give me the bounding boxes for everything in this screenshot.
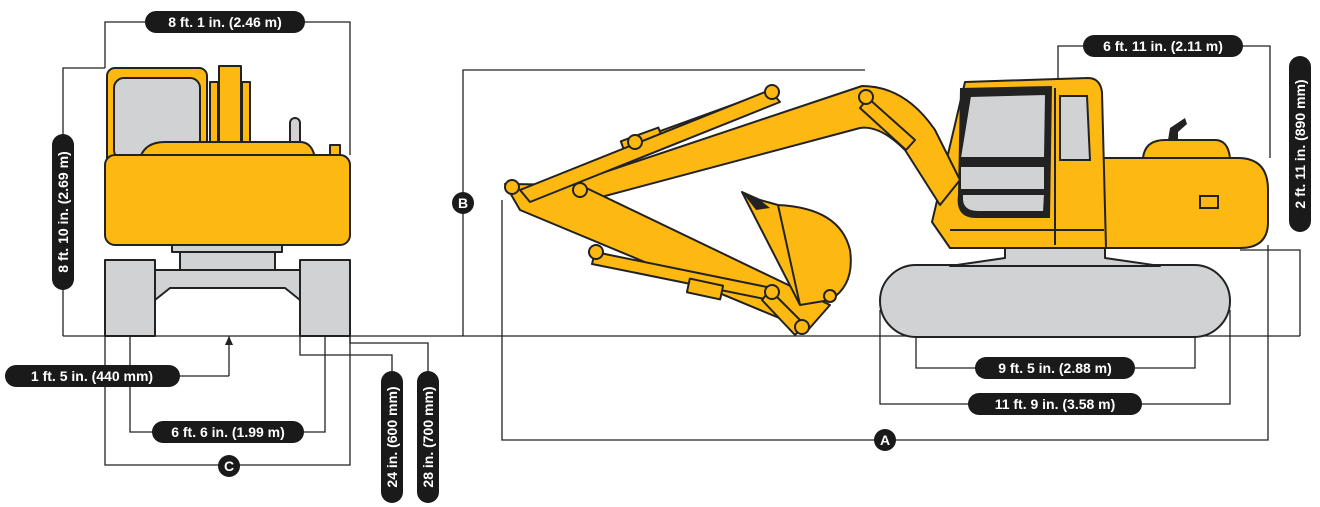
counterweight-line xyxy=(1240,249,1301,336)
marker-c-text: C xyxy=(224,458,234,474)
side-boom-cylinder xyxy=(859,97,916,151)
label-counterweight: 2 ft. 11 in. (890 mm) xyxy=(1289,56,1311,232)
label-shoe-600: 24 in. (600 mm) xyxy=(381,371,403,503)
pin-boom-top xyxy=(858,89,874,105)
side-boom xyxy=(574,85,961,206)
pin-boom-arm xyxy=(764,84,780,100)
pin-bucket-link xyxy=(823,289,837,303)
label-track-length: 11 ft. 9 in. (3.58 m) xyxy=(968,393,1142,415)
label-ground-clearance-text: 1 ft. 5 in. (440 mm) xyxy=(31,368,153,384)
label-ground-clearance: 1 ft. 5 in. (440 mm) xyxy=(5,365,180,387)
front-track-right xyxy=(299,259,351,337)
pin-arm-tip xyxy=(504,179,520,195)
side-bucket-teeth xyxy=(742,192,770,210)
front-view-excavator xyxy=(104,65,351,337)
label-shoe-600-text: 24 in. (600 mm) xyxy=(384,386,400,487)
side-exhaust xyxy=(1168,118,1187,140)
dimension-labels: 8 ft. 1 in. (2.46 m) 8 ft. 10 in. (2.69 … xyxy=(5,11,1311,503)
label-track-gauge-text: 6 ft. 6 in. (1.99 m) xyxy=(171,424,285,440)
side-cab-window-mid xyxy=(959,165,1046,191)
label-front-height-text: 8 ft. 10 in. (2.69 m) xyxy=(55,151,71,272)
shoe-600-line xyxy=(299,336,393,375)
side-cab-rear-window xyxy=(1059,95,1092,161)
shoe-700-line xyxy=(349,336,429,375)
reach-height-line xyxy=(462,69,865,336)
side-counterweight xyxy=(1099,157,1269,249)
side-engine-hood xyxy=(1142,139,1231,159)
pin-boom-arm-joint xyxy=(572,182,588,198)
side-view-excavator xyxy=(504,77,1269,338)
marker-a-text: A xyxy=(880,432,890,448)
label-front-height: 8 ft. 10 in. (2.69 m) xyxy=(52,134,74,290)
front-track-left xyxy=(104,259,156,337)
side-arm-top xyxy=(519,89,781,203)
side-cab-window-upper xyxy=(958,92,1048,159)
label-counterweight-text: 2 ft. 11 in. (890 mm) xyxy=(1292,79,1308,208)
label-tumbler-text: 9 ft. 5 in. (2.88 m) xyxy=(998,360,1112,376)
marker-b-text: B xyxy=(458,195,468,211)
pin-bucket-hinge xyxy=(794,319,810,335)
front-upper-body xyxy=(104,154,351,246)
clearance-arrow xyxy=(225,336,233,345)
label-shoe-700: 28 in. (700 mm) xyxy=(417,371,439,503)
pin-cylinder xyxy=(627,134,643,150)
side-bucket xyxy=(741,191,852,306)
label-cab-width: 6 ft. 11 in. (2.11 m) xyxy=(1083,35,1243,57)
side-grille xyxy=(1199,195,1219,209)
label-tumbler: 9 ft. 5 in. (2.88 m) xyxy=(975,357,1135,379)
label-track-gauge: 6 ft. 6 in. (1.99 m) xyxy=(152,421,304,443)
pin-bucket-cyl-base xyxy=(588,244,604,260)
side-bucket-link xyxy=(761,289,806,336)
label-front-width-text: 8 ft. 1 in. (2.46 m) xyxy=(168,14,282,30)
label-track-length-text: 11 ft. 9 in. (3.58 m) xyxy=(995,396,1116,412)
marker-c: C xyxy=(218,455,240,477)
marker-b: B xyxy=(452,192,474,214)
label-cab-width-text: 6 ft. 11 in. (2.11 m) xyxy=(1103,38,1223,54)
side-track xyxy=(879,264,1231,338)
label-front-width: 8 ft. 1 in. (2.46 m) xyxy=(145,11,305,33)
front-carbody xyxy=(154,269,301,301)
side-cab-window-lower xyxy=(961,193,1047,213)
marker-a: A xyxy=(874,429,896,451)
pin-bucket-cyl-end xyxy=(764,284,780,300)
label-shoe-700-text: 28 in. (700 mm) xyxy=(420,386,436,487)
